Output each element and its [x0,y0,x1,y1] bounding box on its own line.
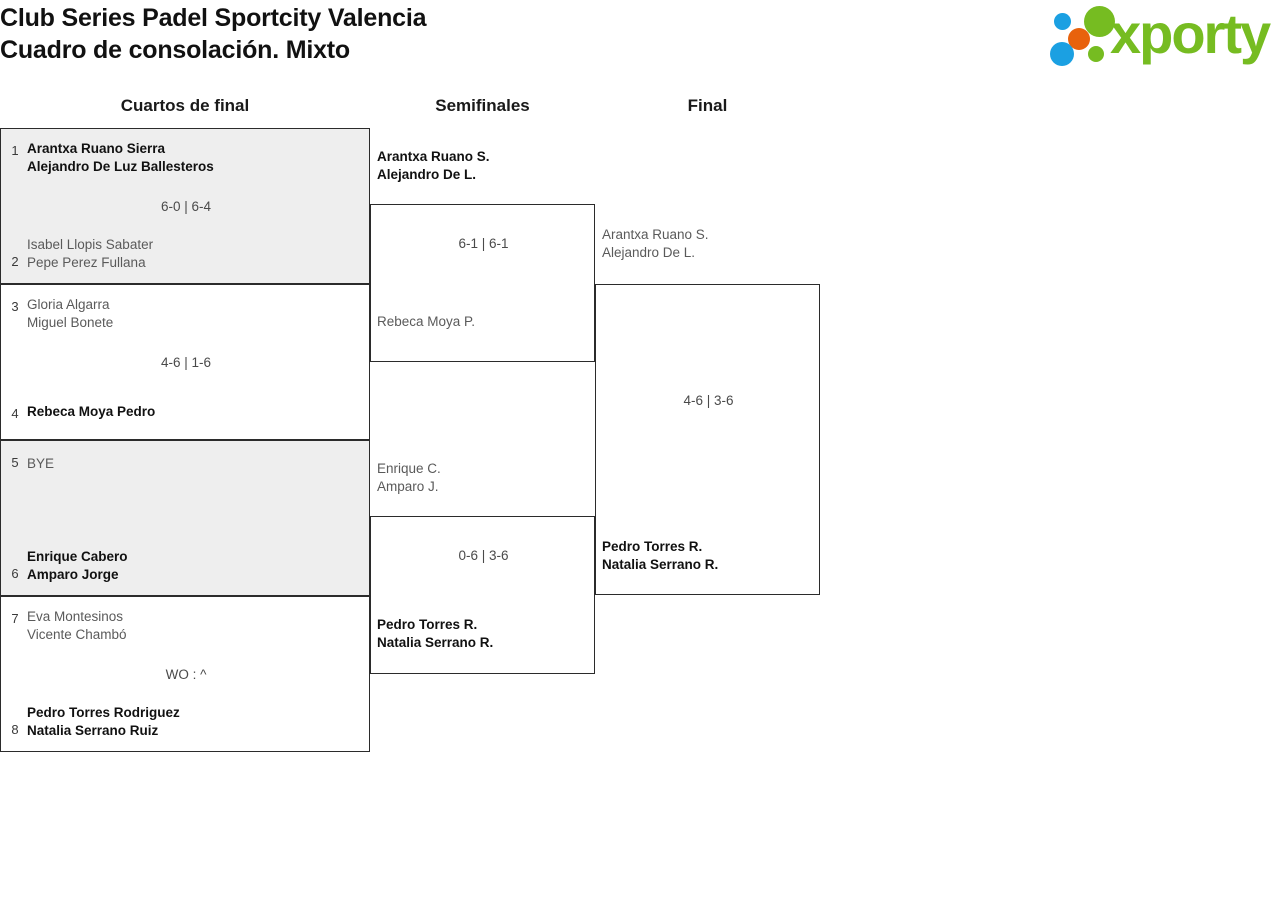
logo-wordmark: xporty [1110,2,1271,65]
title-line-1: Club Series Padel Sportcity Valencia [0,4,427,32]
match-score: 4-6 | 1-6 [160,355,212,370]
round-header-semifinals: Semifinales [435,96,530,115]
team-name: Rebeca Moya Pedro [27,404,156,419]
seed-number: 2 [11,254,19,269]
team-name: Pedro Torres Rodriguez Natalia Serrano R… [27,705,180,738]
match-box-qf-1[interactable]: 1 Arantxa Ruano Sierra Alejandro De Luz … [0,128,370,284]
round-header-final: Final [687,96,728,115]
team-name: BYE [27,456,55,471]
match-score: 0-6 | 3-6 [458,548,509,563]
team-name-sf-2-top: Enrique C. Amparo J. [377,461,441,494]
xporty-logo[interactable]: xporty [1050,2,1276,68]
team-name: Gloria Algarra Miguel Bonete [27,297,114,330]
team-name-sf-1-top: Arantxa Ruano S. Alejandro De L. [377,149,490,182]
team-name: Isabel Llopis Sabater Pepe Perez Fullana [27,237,154,270]
team-name-sf-2-bottom: Pedro Torres R. Natalia Serrano R. [377,617,494,650]
title-line-2: Cuadro de consolación. Mixto [0,36,350,64]
logo-dot-orange [1068,28,1090,50]
logo-dot-blue-large [1050,42,1074,66]
team-name-final-bottom: Pedro Torres R. Natalia Serrano R. [602,539,719,572]
seed-number: 8 [11,722,19,737]
match-box-final[interactable]: 4-6 | 3-6 [595,284,820,595]
team-name: Arantxa Ruano Sierra Alejandro De Luz Ba… [27,141,214,174]
match-score: 6-0 | 6-4 [160,199,212,214]
page-header: Club Series Padel Sportcity Valencia Cua… [0,0,1280,78]
seed-number: 4 [11,406,19,421]
match-score: 6-1 | 6-1 [458,236,509,251]
match-box-qf-4[interactable]: 7 Eva Montesinos Vicente Chambó WO : ^ 8… [0,596,370,752]
page-title: Club Series Padel Sportcity Valencia Cua… [0,2,427,66]
logo-dot-green-small [1088,46,1104,62]
match-box-qf-3[interactable]: 5 BYE 6 Enrique Cabero Amparo Jorge [0,440,370,596]
match-box-qf-2[interactable]: 3 Gloria Algarra Miguel Bonete 4-6 | 1-6… [0,284,370,440]
team-name: Enrique Cabero Amparo Jorge [27,549,128,582]
seed-number: 3 [11,299,19,314]
team-name-final-top: Arantxa Ruano S. Alejandro De L. [602,227,709,260]
logo-dot-blue-small [1054,13,1071,30]
team-name-sf-1-bottom: Rebeca Moya P. [377,314,476,329]
seed-number: 5 [11,455,19,470]
match-box-sf-1[interactable]: 6-1 | 6-1 [370,204,595,362]
round-header-quarterfinals: Cuartos de final [120,96,250,115]
logo-dot-green-large [1084,6,1115,37]
match-score: WO : ^ [165,667,207,682]
seed-number: 6 [11,566,19,581]
team-name: Eva Montesinos Vicente Chambó [27,609,127,642]
match-box-sf-2[interactable]: 0-6 | 3-6 [370,516,595,674]
match-score: 4-6 | 3-6 [683,393,734,408]
seed-number: 1 [11,143,19,158]
seed-number: 7 [11,611,19,626]
